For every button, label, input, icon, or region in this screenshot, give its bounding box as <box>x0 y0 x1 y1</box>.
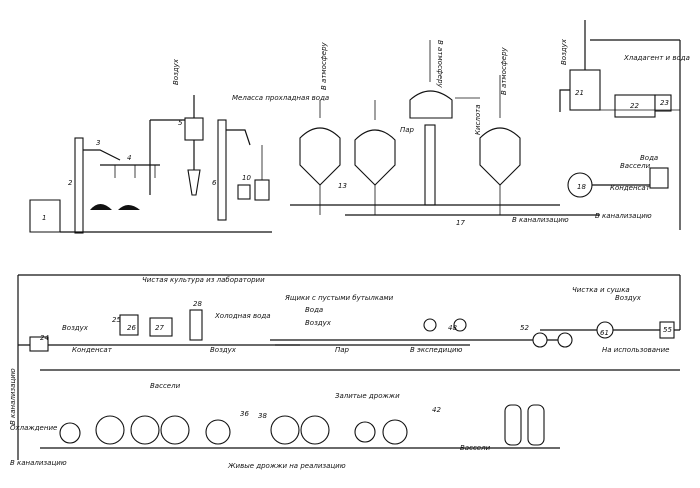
cold-water-label: Холодная вода <box>214 312 271 320</box>
num-48: 48 <box>448 324 457 332</box>
bottom-section: Чистая культура из лаборатории Ящики с п… <box>9 274 681 470</box>
num-2: 2 <box>68 179 73 187</box>
vessel-4 <box>160 415 190 445</box>
washer-2 <box>557 332 573 348</box>
air-label-4: Воздух <box>615 294 642 302</box>
washer-3 <box>596 321 614 339</box>
washer-1 <box>532 332 548 348</box>
filler-2 <box>453 318 467 332</box>
pure-culture-label: Чистая культура из лаборатории <box>142 276 265 284</box>
molasses-tank-5 <box>184 117 204 141</box>
vessel-bottom-label-1: Вассели <box>150 382 181 390</box>
num-4: 4 <box>127 154 131 162</box>
tank-23 <box>654 94 672 112</box>
num-36: 36 <box>240 410 249 418</box>
num-38: 38 <box>258 412 267 420</box>
top-section: Воздух Меласса прохладная вода В атмосфе… <box>29 20 690 234</box>
vessel-8 <box>354 421 376 443</box>
atmosphere-label-3: В атмосферу <box>500 46 508 95</box>
reactor-2 <box>354 100 396 215</box>
num-55: 55 <box>663 326 672 334</box>
cleaning-label: Чистка и сушка <box>572 286 630 294</box>
molasses-label: Меласса прохладная вода <box>232 94 329 102</box>
num-27: 27 <box>155 324 164 332</box>
vessel-1 <box>59 422 81 444</box>
steam-bottom-label: Пар <box>335 346 350 354</box>
water-label: Вода <box>640 154 658 162</box>
live-yeast-label: Живые дрожжи на реализацию <box>227 462 346 470</box>
condensate-label: Конденсат <box>610 184 651 192</box>
bottles-label: Ящики с пустыми бутылками <box>284 294 394 302</box>
condensate-bottom-label: Конденсат <box>72 346 113 354</box>
vessel-7 <box>300 415 330 445</box>
air-label-1: Воздух <box>62 324 89 332</box>
conveyor-3 <box>83 149 121 161</box>
vessel-label: Вассели <box>620 162 651 170</box>
filler-1 <box>423 318 437 332</box>
acid-label: Кислота <box>474 105 482 136</box>
pile-2 <box>118 205 140 210</box>
reactor-4 <box>479 75 521 215</box>
air-in-label: Воздух <box>172 58 180 85</box>
num-17: 17 <box>456 219 465 227</box>
expedition-label: В экспедицию <box>410 346 463 354</box>
air-label-2: Воздух <box>210 346 237 354</box>
tank-14 <box>649 167 669 189</box>
tall-tank-2 <box>527 404 545 446</box>
elevator-6 <box>217 119 227 221</box>
air-top-right-label: Воздух <box>560 38 568 65</box>
num-25: 25 <box>112 316 121 324</box>
reactor-1 <box>299 100 341 215</box>
steam-label: Пар <box>400 126 415 134</box>
num-23: 23 <box>660 99 669 107</box>
num-1: 1 <box>42 214 46 222</box>
vessel-bottom-label-2: Вассели <box>460 444 491 452</box>
vessel-6 <box>270 415 300 445</box>
atmosphere-label-1: В атмосферу <box>320 41 328 90</box>
num-22: 22 <box>630 102 639 110</box>
vessel-5 <box>205 419 231 445</box>
num-61: 61 <box>600 329 609 337</box>
num-26: 26 <box>127 324 136 332</box>
tank-26 <box>119 314 139 336</box>
sewer-left-label: В канализацию <box>9 368 17 425</box>
num-6: 6 <box>212 179 217 187</box>
tank-55 <box>659 321 675 339</box>
tank-27 <box>149 317 173 337</box>
pile-1 <box>90 204 112 210</box>
num-28: 28 <box>193 300 202 308</box>
air-label-3: Воздух <box>305 319 332 327</box>
elevator-2 <box>74 137 84 234</box>
num-10: 10 <box>242 174 251 182</box>
num-18: 18 <box>577 183 586 191</box>
cooling-label: Охлаждение <box>10 424 57 432</box>
tall-tank-1 <box>504 404 522 446</box>
num-24: 24 <box>40 334 49 342</box>
tank-11 <box>254 179 270 201</box>
num-5: 5 <box>178 119 183 127</box>
atmosphere-label-2: В атмосферу <box>436 40 444 89</box>
tank-28 <box>189 309 203 341</box>
sewer-label-2: В канализацию <box>595 212 652 220</box>
yeast-note-label: Залитые дрожжи <box>335 392 400 400</box>
vessel-9 <box>382 419 408 445</box>
reactor-3 <box>409 40 453 206</box>
tank-21 <box>569 69 601 111</box>
vessel-2 <box>95 415 125 445</box>
num-21: 21 <box>575 89 584 97</box>
tank-24 <box>29 336 49 352</box>
num-3: 3 <box>96 139 100 147</box>
sewer-label-1: В канализацию <box>512 216 569 224</box>
tank-10 <box>237 184 251 200</box>
num-42: 42 <box>432 406 441 414</box>
water-bottom-label: Вода <box>305 306 323 314</box>
usage-label: На использование <box>602 346 670 354</box>
cooler-water-label: Хладагент и вода <box>623 54 690 62</box>
num-52: 52 <box>520 324 529 332</box>
sewer-bottom-label: В канализацию <box>10 459 67 467</box>
vessel-3 <box>130 415 160 445</box>
num-13: 13 <box>338 182 347 190</box>
